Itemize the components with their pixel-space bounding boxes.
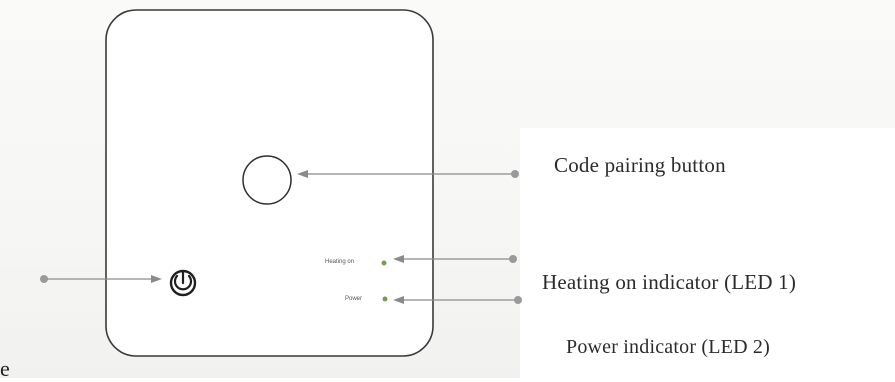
power-led [382, 296, 388, 302]
stray-text-fragment: e [0, 356, 10, 381]
leader-power [393, 296, 522, 304]
callout-code-pairing: Code pairing button [554, 153, 726, 177]
leader-heating [393, 255, 517, 263]
callout-heating-indicator: Heating on indicator (LED 1) [542, 270, 797, 294]
heating-led-label: Heating on [325, 259, 355, 265]
leader-power-button [40, 275, 162, 283]
power-led-label: Power [345, 296, 363, 302]
caption-background [520, 128, 895, 378]
power-icon[interactable] [169, 269, 197, 297]
callout-power-indicator: Power indicator (LED 2) [566, 336, 770, 358]
code-pairing-button[interactable] [242, 155, 292, 205]
leader-pairing [297, 170, 519, 178]
heating-led [381, 260, 387, 266]
